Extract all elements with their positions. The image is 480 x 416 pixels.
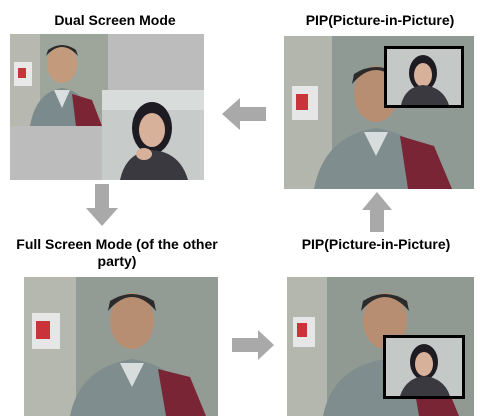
arrow-right-icon [232, 330, 274, 360]
full-screen-frame [24, 277, 218, 416]
pip-top-inset [384, 46, 464, 108]
dual-remote-video [10, 34, 108, 126]
pip-top-frame [284, 36, 474, 189]
dual-screen-frame [10, 34, 204, 180]
arrow-down-icon [86, 184, 118, 226]
dual-screen-mode-label: Dual Screen Mode [54, 12, 176, 28]
pip-bottom-inset [383, 335, 465, 399]
pip-bottom-label: PIP(Picture-in-Picture) [301, 236, 451, 252]
pip-top-main-video [284, 36, 474, 189]
arrow-up-icon [362, 192, 392, 232]
full-screen-mode-label: Full Screen Mode (of the other party) [16, 236, 218, 269]
dual-local-video [102, 90, 204, 180]
dual-empty-slot-bottom [10, 126, 102, 180]
dual-empty-slot-top [108, 34, 204, 90]
full-screen-video [24, 277, 218, 416]
arrow-left-icon [222, 98, 266, 130]
pip-bottom-frame [287, 277, 474, 416]
pip-top-label: PIP(Picture-in-Picture) [305, 12, 455, 28]
